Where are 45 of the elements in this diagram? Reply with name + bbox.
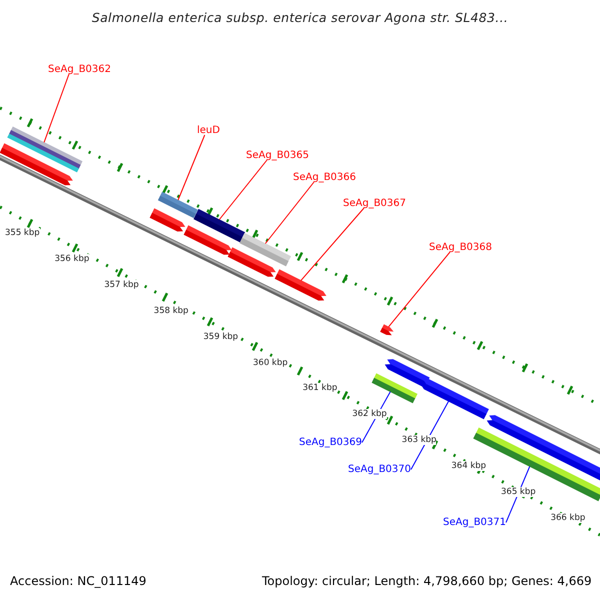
pointed-gene-feature bbox=[274, 269, 326, 301]
pointed-gene-feature bbox=[380, 324, 394, 336]
gene-bar bbox=[7, 126, 82, 172]
tick-label: 364 kbp bbox=[451, 461, 486, 472]
gene-bar bbox=[194, 208, 246, 242]
pointed-gene-feature bbox=[150, 208, 186, 232]
pointed-gene-feature bbox=[420, 379, 489, 420]
tick-label: 357 kbp bbox=[104, 280, 139, 290]
gene-bar bbox=[158, 192, 198, 218]
tick-label: 360 kbp bbox=[253, 358, 288, 368]
pointed-gene-feature bbox=[228, 247, 276, 277]
tick-label: 363 kbp bbox=[402, 435, 436, 446]
gene-label: SeAg_B0371 bbox=[443, 517, 506, 528]
tick-label: 355 kbp bbox=[5, 228, 40, 238]
title: Salmonella enterica subsp. enterica serovar Agona str. SL483... bbox=[90, 10, 510, 25]
tick-label: 362 kbp bbox=[352, 409, 387, 420]
gene-label: SeAg_B0366 bbox=[293, 172, 356, 183]
leader-line bbox=[264, 182, 314, 244]
gene-label: SeAg_B0369 bbox=[299, 437, 362, 448]
pointed-gene-feature bbox=[486, 415, 600, 482]
accession-text: Accession: NC_011149 bbox=[10, 574, 146, 588]
gene-label: SeAg_B0368 bbox=[429, 242, 492, 253]
leader-line bbox=[218, 160, 268, 220]
leader-line bbox=[178, 134, 206, 200]
gene-label: SeAg_B0365 bbox=[246, 150, 309, 161]
pointed-gene-feature bbox=[0, 143, 73, 186]
tick-label: 356 kbp bbox=[54, 254, 90, 264]
tick-label: 365 kbp bbox=[501, 487, 536, 497]
pointed-gene-feature bbox=[184, 225, 232, 255]
gene-bar bbox=[372, 373, 418, 404]
pointed-gene-feature bbox=[384, 359, 430, 388]
tick-label: 359 kbp bbox=[203, 332, 238, 342]
leader-line bbox=[388, 252, 450, 328]
gene-bar bbox=[240, 232, 292, 266]
gene-label: leuD bbox=[197, 125, 220, 136]
leader-line bbox=[44, 74, 70, 143]
gene-label: SeAg_B0370 bbox=[348, 464, 411, 475]
leader-line bbox=[300, 208, 364, 281]
gene-bar bbox=[473, 428, 600, 502]
gene-label: SeAg_B0362 bbox=[48, 64, 111, 75]
tick-label: 366 kbp bbox=[550, 512, 586, 523]
tick-label: 361 kbp bbox=[302, 383, 338, 394]
genome-summary-text: Topology: circular; Length: 4,798,660 bp; Genes: 4,669 bbox=[262, 574, 592, 588]
gene-label: SeAg_B0367 bbox=[343, 198, 406, 209]
tick-label: 358 kbp bbox=[154, 306, 188, 316]
